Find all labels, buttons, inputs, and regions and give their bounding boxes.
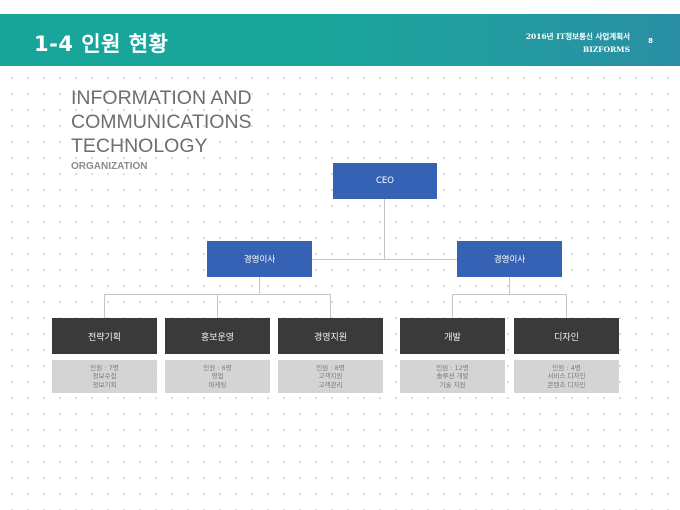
department-info-strategy: 인원 : 7명 정보수집 정보기획 bbox=[52, 360, 157, 393]
header-subtitle: 2016년 IT정보통신 사업계획서 BIZFORMS bbox=[526, 30, 630, 56]
role-text: 기술 지원 bbox=[439, 380, 466, 389]
department-node-strategy: 전략기획 bbox=[52, 318, 157, 354]
role-text: 서비스 디자인 bbox=[547, 372, 586, 381]
role-text: 정보수집 bbox=[92, 372, 117, 381]
header-subtitle-line2: BIZFORMS bbox=[582, 45, 630, 54]
role-text: 마케팅 bbox=[208, 380, 227, 389]
headcount-text: 인원 : 12명 bbox=[436, 363, 469, 372]
header-subtitle-line1: 2016년 IT정보통신 사업계획서 bbox=[525, 32, 630, 41]
headcount-text: 인원 : 6명 bbox=[203, 363, 232, 372]
department-info-design: 인원 : 4명 서비스 디자인 콘텐츠 디자인 bbox=[514, 360, 619, 393]
main-title-line: INFORMATION AND bbox=[71, 87, 252, 109]
role-text: 솔루션 개발 bbox=[436, 372, 469, 381]
department-info-development: 인원 : 12명 솔루션 개발 기술 지원 bbox=[400, 360, 505, 393]
role-text: 정보기획 bbox=[92, 380, 117, 389]
role-text: 영업 bbox=[211, 372, 224, 381]
page-number: 8 bbox=[648, 37, 653, 45]
role-text: 고객관리 bbox=[318, 380, 343, 389]
director-node-left: 경영이사 bbox=[207, 241, 312, 277]
slide-header: 1-4 인원 현황 2016년 IT정보통신 사업계획서 BIZFORMS 8 bbox=[0, 14, 680, 66]
department-info-management: 인원 : 8명 고객지원 고객관리 bbox=[278, 360, 383, 393]
director-node-right: 경영이사 bbox=[457, 241, 562, 277]
department-node-management: 경영지원 bbox=[278, 318, 383, 354]
department-node-pr: 홍보운영 bbox=[165, 318, 270, 354]
ceo-node: CEO bbox=[333, 163, 437, 199]
department-node-design: 디자인 bbox=[514, 318, 619, 354]
dot-grid-background bbox=[0, 66, 680, 510]
department-node-development: 개발 bbox=[400, 318, 505, 354]
role-text: 고객지원 bbox=[318, 372, 343, 381]
headcount-text: 인원 : 8명 bbox=[316, 363, 345, 372]
organization-label: ORGANIZATION bbox=[71, 161, 148, 172]
main-title-line: COMMUNICATIONS bbox=[71, 111, 252, 133]
department-info-pr: 인원 : 6명 영업 마케팅 bbox=[165, 360, 270, 393]
headcount-text: 인원 : 7명 bbox=[90, 363, 119, 372]
role-text: 콘텐츠 디자인 bbox=[547, 380, 586, 389]
slide-title: 1-4 인원 현황 bbox=[34, 32, 169, 56]
main-title: INFORMATION AND COMMUNICATIONS TECHNOLOG… bbox=[71, 86, 252, 158]
headcount-text: 인원 : 4명 bbox=[552, 363, 581, 372]
main-title-line: TECHNOLOGY bbox=[71, 135, 208, 157]
